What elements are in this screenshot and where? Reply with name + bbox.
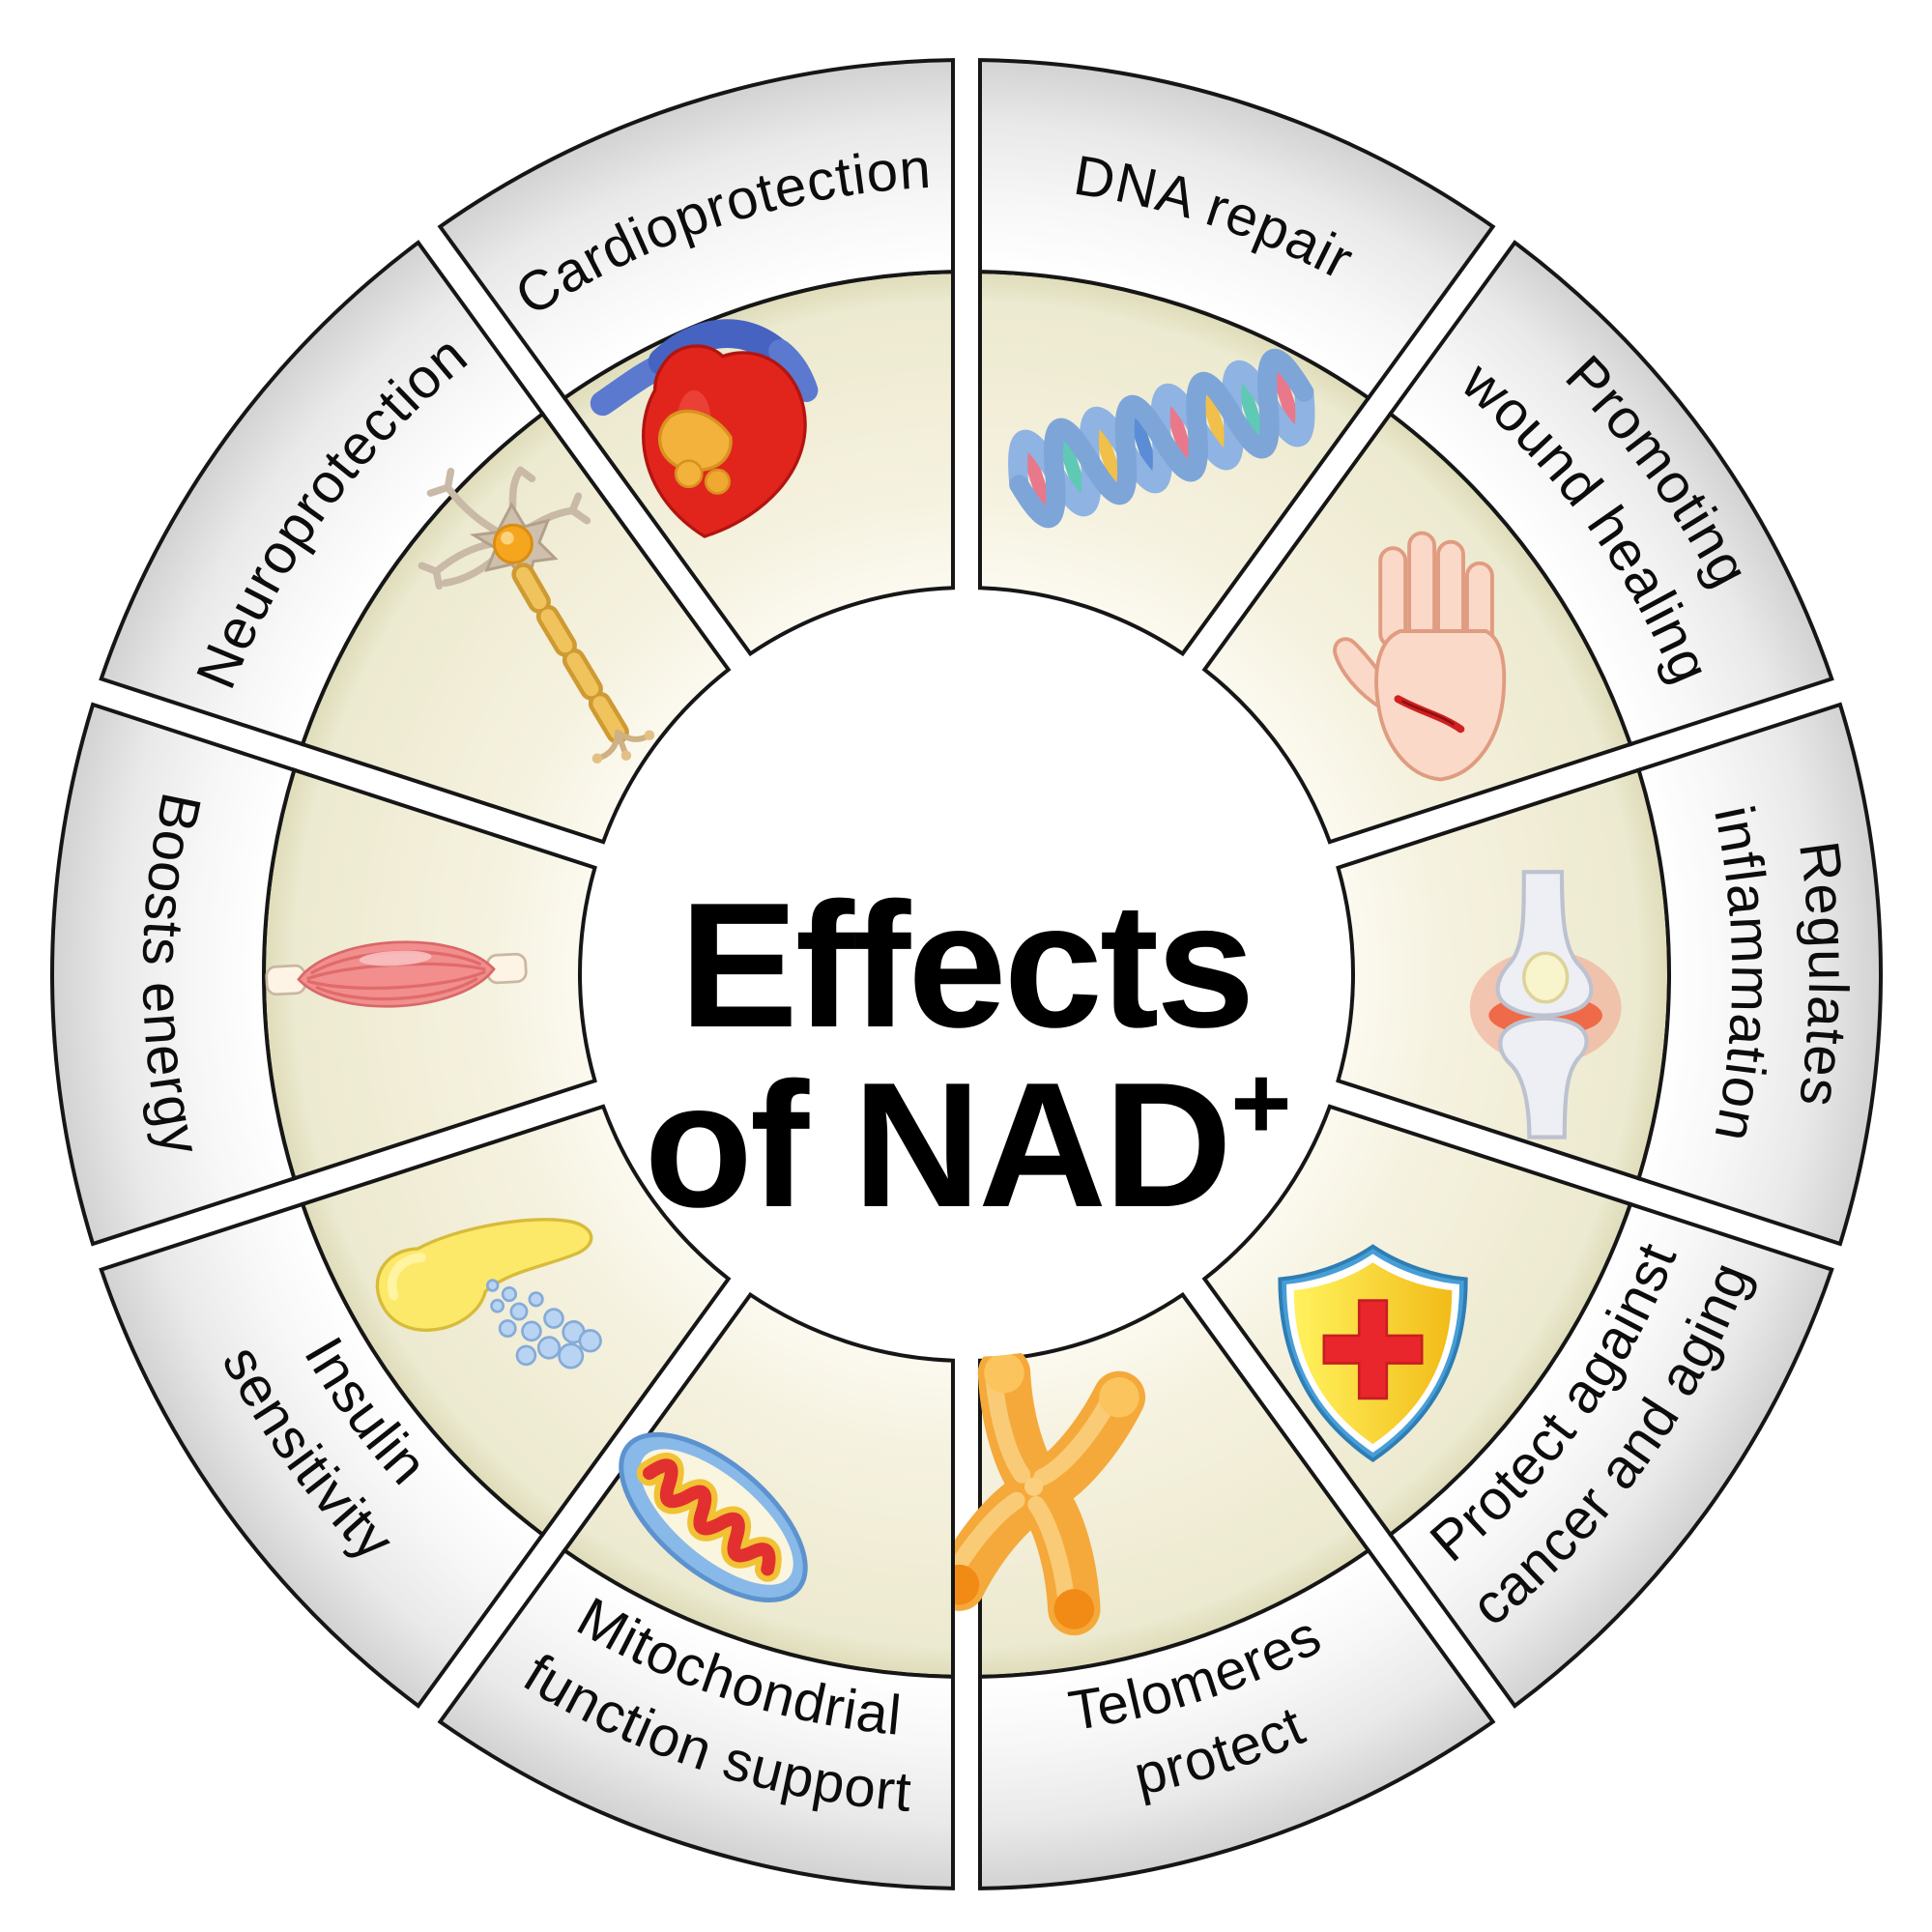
- segment-insulin-sensitivity-label-band: [99, 1201, 546, 1709]
- segment-boosts-energy-label-band: [50, 702, 297, 1247]
- segment-regulates-inflammation-label-band: [1636, 702, 1883, 1247]
- segment-promoting-wound-healing-label-band: [1387, 240, 1834, 747]
- wheel-title: Effects of NAD +: [645, 865, 1289, 1244]
- segment-boosts-energy: Boosts energy: [50, 702, 597, 1247]
- segment-dna-repair: DNA repair: [978, 58, 1496, 657]
- segment-dna-repair-label-band: [978, 58, 1496, 401]
- center-circle: [584, 591, 1349, 1357]
- segment-cardioprotection: Cardioprotection: [437, 58, 955, 657]
- segment-protect-against-cancer-and-aging-label-band: [1387, 1201, 1834, 1709]
- segment-regulates-inflammation-label-line1: Regulates: [1787, 838, 1860, 1111]
- segment-neuroprotection: Neuroprotection: [99, 240, 732, 845]
- segment-mitochondrial-function-support-label-band: [437, 1547, 955, 1890]
- segment-neuroprotection-label-band: [99, 240, 546, 747]
- segment-telomeres-protect-label-band: [978, 1547, 1496, 1890]
